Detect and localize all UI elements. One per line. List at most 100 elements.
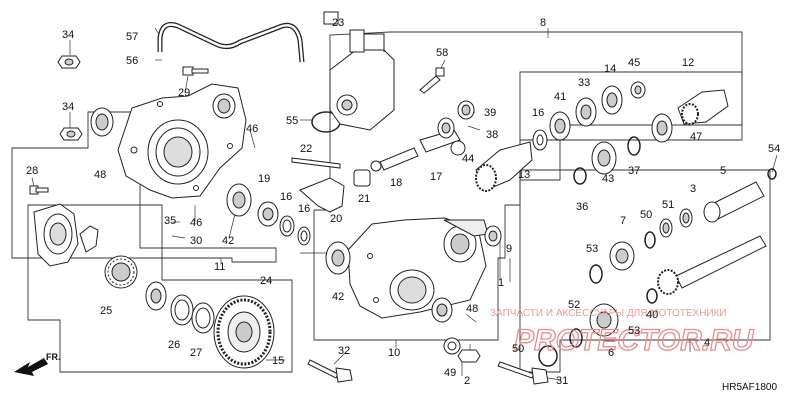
callout-labels: 8 23 34 57 56 58 12 45 14 33 41 16 29 34… <box>26 17 780 387</box>
callout-52[interactable]: 52 <box>568 299 580 311</box>
callout-50-lower[interactable]: 50 <box>512 343 524 355</box>
shaft-5 <box>703 181 765 223</box>
callout-24[interactable]: 24 <box>260 275 272 287</box>
callout-42-left[interactable]: 42 <box>222 235 234 247</box>
callout-13[interactable]: 13 <box>518 169 530 181</box>
callout-38[interactable]: 38 <box>486 129 498 141</box>
callout-25[interactable]: 25 <box>100 305 112 317</box>
sleeve-7 <box>609 241 635 271</box>
seal-39 <box>457 100 475 120</box>
callout-23[interactable]: 23 <box>332 17 344 29</box>
pinion-13 <box>475 141 533 192</box>
callout-30[interactable]: 30 <box>190 235 202 247</box>
callout-11[interactable]: 11 <box>214 261 225 273</box>
collar-21 <box>353 169 371 187</box>
callout-43[interactable]: 43 <box>602 173 614 185</box>
outline-15 <box>27 204 293 373</box>
callout-16-a[interactable]: 16 <box>280 191 292 203</box>
callout-3[interactable]: 3 <box>690 183 696 195</box>
callout-50-upper[interactable]: 50 <box>640 209 652 221</box>
bearing-41 <box>549 111 571 141</box>
callout-51[interactable]: 51 <box>662 199 674 211</box>
bearing-14 <box>601 85 623 115</box>
callout-15[interactable]: 15 <box>272 355 284 367</box>
left-gear-case <box>117 83 247 199</box>
callout-28[interactable]: 28 <box>26 165 38 177</box>
callout-40[interactable]: 40 <box>646 309 658 321</box>
callout-48-left[interactable]: 48 <box>94 169 106 181</box>
callout-8[interactable]: 8 <box>540 17 546 29</box>
callout-18[interactable]: 18 <box>390 177 402 189</box>
callout-55[interactable]: 55 <box>286 115 298 127</box>
callout-57[interactable]: 57 <box>126 31 138 43</box>
callout-37[interactable]: 37 <box>628 165 640 177</box>
ring-3 <box>679 208 693 228</box>
callout-27[interactable]: 27 <box>190 347 202 359</box>
watermark-logo: PROTECTOR.RU <box>514 324 755 357</box>
callout-19[interactable]: 19 <box>258 173 270 185</box>
callout-36[interactable]: 36 <box>576 201 588 213</box>
callout-16-b[interactable]: 16 <box>298 203 310 215</box>
callout-34-mid[interactable]: 34 <box>62 101 74 113</box>
callout-53-lower[interactable]: 53 <box>628 325 640 337</box>
callout-29[interactable]: 29 <box>178 87 190 99</box>
washer-49 <box>443 337 461 355</box>
spring-51 <box>659 218 673 238</box>
callout-31[interactable]: 31 <box>556 375 568 387</box>
callout-42-right[interactable]: 42 <box>332 291 344 303</box>
callout-44[interactable]: 44 <box>462 153 474 165</box>
callout-35[interactable]: 35 <box>164 215 176 227</box>
callout-47[interactable]: 47 <box>690 131 702 143</box>
washer-53-upper <box>589 264 603 284</box>
callout-46-top[interactable]: 46 <box>246 123 258 135</box>
bearing-33 <box>575 97 597 127</box>
callout-54[interactable]: 54 <box>768 143 780 155</box>
callout-16-right[interactable]: 16 <box>532 107 544 119</box>
callout-7[interactable]: 7 <box>620 215 626 227</box>
sleeve-6 <box>589 303 619 337</box>
callout-33[interactable]: 33 <box>578 77 590 89</box>
callout-34-top[interactable]: 34 <box>62 29 74 41</box>
bearing-42-left <box>226 183 252 217</box>
ring-54 <box>767 168 777 180</box>
callout-20[interactable]: 20 <box>330 213 342 225</box>
bearing-43 <box>591 141 617 175</box>
gear-12 <box>677 89 729 125</box>
callout-53-upper[interactable]: 53 <box>586 243 598 255</box>
callout-21[interactable]: 21 <box>358 193 370 205</box>
callout-10[interactable]: 10 <box>388 347 400 359</box>
callout-58[interactable]: 58 <box>436 47 448 59</box>
drain-bolt-2 <box>457 349 481 363</box>
callout-46-mid[interactable]: 46 <box>190 217 202 229</box>
seal-47 <box>651 113 673 143</box>
callout-17[interactable]: 17 <box>430 171 442 183</box>
race-16-right <box>532 129 548 151</box>
callout-48-lower[interactable]: 48 <box>466 303 478 315</box>
callout-5[interactable]: 5 <box>720 165 726 177</box>
front-direction-arrow: FR. <box>14 352 61 376</box>
seal-9 <box>484 225 502 247</box>
callout-56[interactable]: 56 <box>126 55 138 67</box>
callout-41[interactable]: 41 <box>554 91 566 103</box>
callout-45[interactable]: 45 <box>628 57 640 69</box>
seal-48-lower <box>431 297 453 323</box>
shaft-4 <box>657 235 767 295</box>
callout-9[interactable]: 9 <box>506 243 512 255</box>
callout-26[interactable]: 26 <box>168 339 180 351</box>
callout-12[interactable]: 12 <box>682 57 694 69</box>
callout-14[interactable]: 14 <box>604 63 616 75</box>
ring-50-lower <box>538 345 558 367</box>
callout-1[interactable]: 1 <box>498 277 504 289</box>
bearing-38 <box>437 117 455 139</box>
callout-2[interactable]: 2 <box>464 375 470 387</box>
shift-fork-20 <box>299 177 345 213</box>
callout-39[interactable]: 39 <box>484 107 496 119</box>
callout-22[interactable]: 22 <box>300 143 312 155</box>
callout-6[interactable]: 6 <box>608 347 614 359</box>
washer-16-mid <box>297 226 311 246</box>
breather-hose <box>157 22 305 63</box>
callout-49[interactable]: 49 <box>444 367 456 379</box>
callout-4[interactable]: 4 <box>704 337 710 349</box>
callout-32[interactable]: 32 <box>338 345 350 357</box>
